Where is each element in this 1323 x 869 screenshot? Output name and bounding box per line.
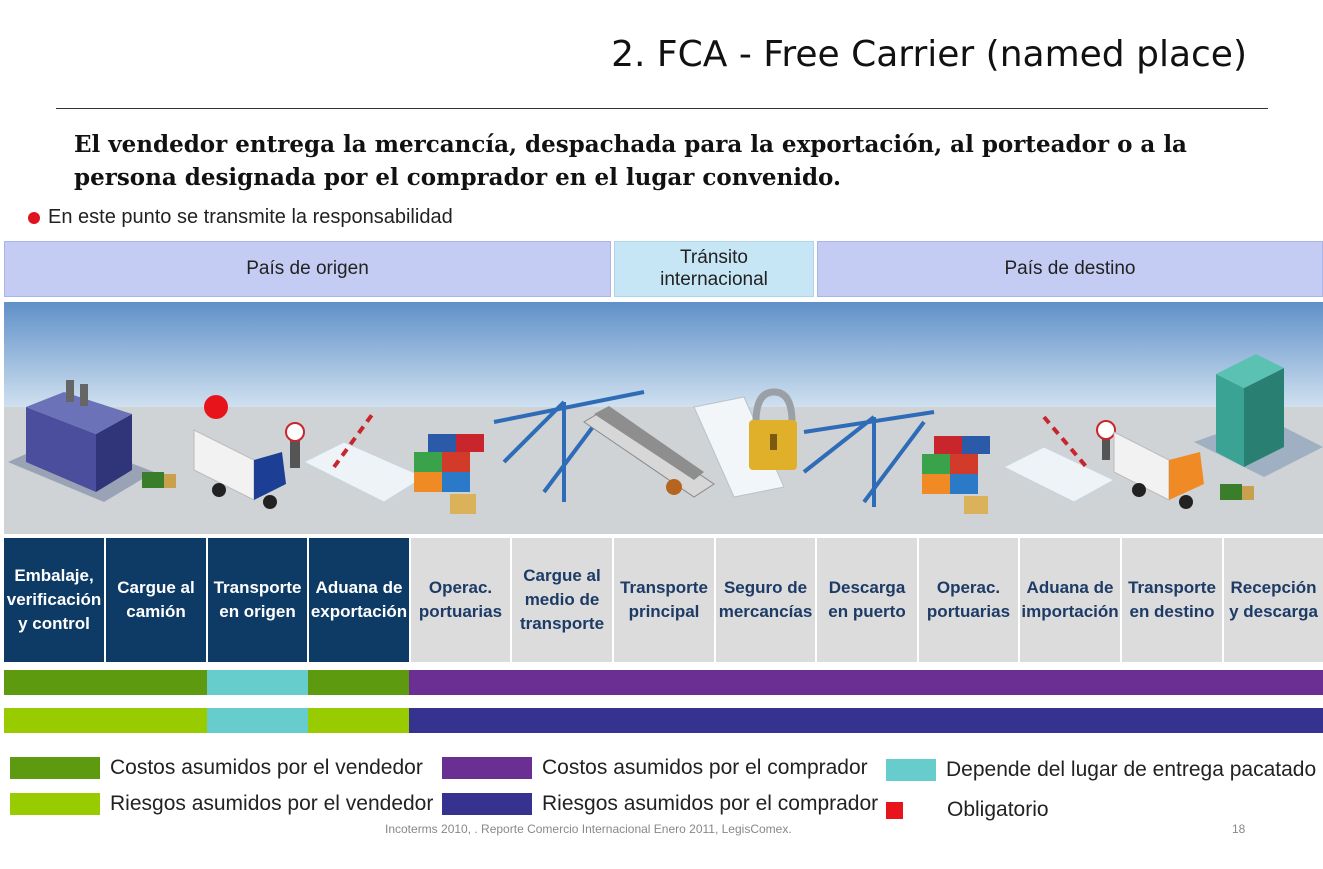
truck-icon bbox=[193, 429, 286, 509]
cost-bar-seller-export bbox=[308, 670, 409, 695]
legend-mandatory: Obligatorio bbox=[886, 798, 1049, 822]
legend-label: Costos asumidos por el vendedor bbox=[110, 756, 423, 779]
office-building-icon bbox=[1194, 354, 1323, 477]
containers-icon bbox=[414, 434, 484, 514]
step-reception: Recepción y descarga bbox=[1224, 538, 1323, 662]
step-main-loading: Cargue al medio de transporte bbox=[512, 538, 612, 662]
cost-bar-seller bbox=[4, 670, 207, 695]
responsibility-note: En este punto se transmite la responsabi… bbox=[28, 206, 453, 229]
risk-bar-buyer bbox=[409, 708, 1323, 733]
barrier-gate-icon bbox=[1002, 415, 1116, 503]
step-origin-transport: Transporte en origen bbox=[208, 538, 307, 662]
slide-title: 2. FCA - Free Carrier (named place) bbox=[611, 34, 1247, 75]
step-port-unloading: Descarga en puerto bbox=[817, 538, 917, 662]
legend-swatch-depends bbox=[886, 759, 936, 781]
zone-transit: Tránsito internacional bbox=[614, 241, 814, 297]
forklift-icon bbox=[1220, 484, 1254, 500]
legend-label: Obligatorio bbox=[947, 798, 1049, 821]
page-number: 18 bbox=[1232, 822, 1246, 836]
legend-seller-costs: Costos asumidos por el vendedor bbox=[10, 756, 423, 780]
responsibility-note-text: En este punto se transmite la responsabi… bbox=[48, 206, 453, 228]
title-divider bbox=[56, 108, 1268, 109]
step-packing: Embalaje, verificación y control bbox=[4, 538, 104, 662]
step-export-customs: Aduana de exportación bbox=[309, 538, 409, 662]
step-import-customs: Aduana de importación bbox=[1020, 538, 1120, 662]
insurance-document-icon bbox=[693, 396, 785, 498]
legend-label: Riesgos asumidos por el comprador bbox=[542, 792, 879, 815]
padlock-icon bbox=[749, 388, 797, 470]
step-insurance: Seguro de mercancías bbox=[716, 538, 815, 662]
step-port-operations: Operac. portuarias bbox=[411, 538, 510, 662]
legend-label: Costos asumidos por el comprador bbox=[542, 756, 868, 779]
barrier-gate-icon bbox=[285, 410, 426, 503]
cargo-ship-icon bbox=[583, 406, 715, 498]
zone-origin: País de origen bbox=[4, 241, 611, 297]
legend-label: Riesgos asumidos por el vendedor bbox=[110, 792, 434, 815]
legend-seller-risks: Riesgos asumidos por el vendedor bbox=[10, 792, 433, 816]
cost-bar-depends bbox=[207, 670, 308, 695]
truck-icon bbox=[1113, 431, 1204, 509]
slide-footer: Incoterms 2010, . Reporte Comercio Inter… bbox=[385, 822, 792, 836]
responsibility-point-icon bbox=[204, 395, 228, 419]
factory-icon bbox=[8, 380, 154, 502]
zone-destination: País de destino bbox=[817, 241, 1323, 297]
step-truck-loading: Cargue al camión bbox=[106, 538, 206, 662]
risk-bar-seller-export bbox=[308, 708, 409, 733]
legend-label: Depende del lugar de entrega pacatado bbox=[946, 758, 1317, 781]
legend-buyer-costs: Costos asumidos por el comprador bbox=[442, 756, 868, 780]
risk-bar-depends bbox=[207, 708, 308, 733]
legend-swatch-buyer-cost bbox=[442, 757, 532, 779]
legend-buyer-risks: Riesgos asumidos por el comprador bbox=[442, 792, 878, 816]
legend-depends: Depende del lugar de entrega pacatado bbox=[886, 758, 1316, 782]
containers-icon bbox=[922, 436, 990, 514]
legend-swatch-seller-risk bbox=[10, 793, 100, 815]
step-main-transport: Transporte principal bbox=[614, 538, 714, 662]
risk-bar-seller bbox=[4, 708, 207, 733]
legend-swatch-buyer-risk bbox=[442, 793, 532, 815]
red-dot-icon bbox=[28, 211, 40, 224]
step-destination-transport: Transporte en destino bbox=[1122, 538, 1222, 662]
forklift-icon bbox=[142, 472, 176, 488]
slide-subtitle: El vendedor entrega la mercancía, despac… bbox=[74, 131, 1187, 191]
mandatory-square-icon bbox=[886, 801, 903, 819]
logistics-scene bbox=[4, 302, 1323, 534]
port-crane-icon bbox=[802, 410, 935, 507]
step-port-operations-destination: Operac. portuarias bbox=[919, 538, 1018, 662]
cost-bar-buyer bbox=[409, 670, 1323, 695]
legend-swatch-seller-cost bbox=[10, 757, 100, 779]
